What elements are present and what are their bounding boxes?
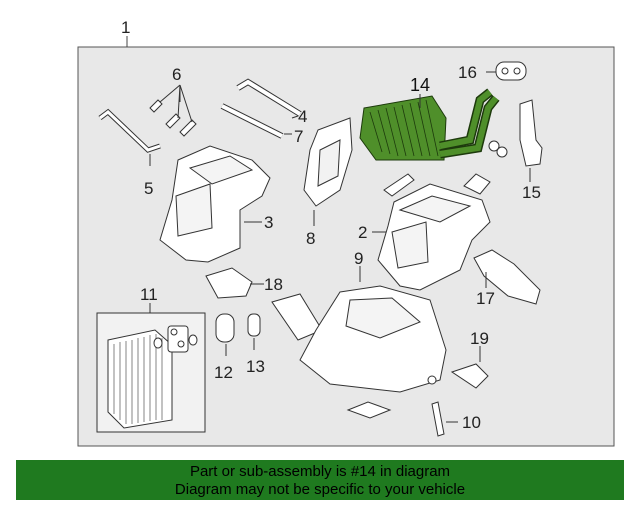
callout-6: 6 <box>172 65 181 84</box>
banner-line-1: Part or sub-assembly is #14 in diagram <box>189 463 451 480</box>
part-2-housing <box>377 183 491 291</box>
parts-diagram: 1 11 6 5 4 7 <box>77 18 615 447</box>
part-13 <box>247 313 261 337</box>
callout-8: 8 <box>306 229 315 248</box>
part-3-housing <box>159 145 271 263</box>
callout-12: 12 <box>214 363 233 382</box>
callout-1: 1 <box>121 18 130 37</box>
callout-10: 10 <box>462 413 481 432</box>
part-6-clips <box>149 99 197 137</box>
part-17-duct <box>473 249 541 305</box>
part-18 <box>205 267 253 299</box>
callout-14: 14 <box>410 75 430 95</box>
callout-18: 18 <box>264 275 283 294</box>
banner-line-2: Diagram may not be specific to your vehi… <box>174 481 466 498</box>
callout-13: 13 <box>246 357 265 376</box>
callout-2: 2 <box>358 223 367 242</box>
callout-19: 19 <box>470 329 489 348</box>
callout-3: 3 <box>264 213 273 232</box>
part-12 <box>215 313 235 343</box>
part-10 <box>431 401 445 437</box>
part-14-heater-core <box>359 88 500 161</box>
callout-17: 17 <box>476 289 495 308</box>
part-16-grommet <box>495 61 527 81</box>
callout-4: 4 <box>298 107 307 126</box>
evaporator-core <box>107 325 198 429</box>
part-9-lower-case <box>299 285 447 393</box>
part-8-bracket <box>303 117 353 207</box>
callout-11: 11 <box>140 285 158 304</box>
callout-5: 5 <box>144 179 153 198</box>
callout-15: 15 <box>522 183 541 202</box>
callout-16: 16 <box>458 63 477 82</box>
info-banner: Part or sub-assembly is #14 in diagram D… <box>16 460 624 500</box>
part-15-bracket <box>488 99 543 167</box>
callout-9: 9 <box>354 249 363 268</box>
callout-7: 7 <box>294 127 303 146</box>
part-19 <box>450 363 489 389</box>
